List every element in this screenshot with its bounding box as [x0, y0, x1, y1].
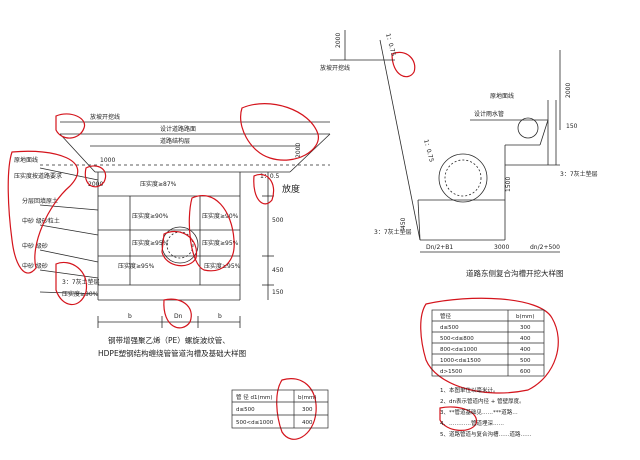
note-line-2: 2、dn表示管道内径 + 管壁厚度。: [440, 397, 525, 405]
left-table-cell: d≤500: [236, 407, 255, 413]
right-table-cell: 1000<d≤1500: [440, 358, 481, 364]
red-markup: 放度: [7, 51, 559, 440]
right-original-ground-label: 原地面线: [490, 92, 514, 100]
right-dim-top-2000: 2000: [335, 33, 342, 48]
notes-block: 1、本图单位以毫米计。 2、dn表示管道内径 + 管壁厚度。 3、**管道基础见…: [440, 386, 532, 438]
right-lime-soil-right: 3：7灰土垫层: [560, 170, 598, 178]
compaction-right-95: 压实度≥95%: [202, 239, 239, 247]
dim-bottom-b-right: b: [218, 313, 222, 320]
note-line-5: 5、道路管道与复合沟槽……道路……: [440, 430, 532, 438]
road-req-fill-label: 压实度按道路要求: [14, 172, 62, 180]
left-table: [231, 389, 329, 429]
left-table-cell: 500<d≤1000: [236, 420, 274, 426]
left-table-header-pipe: 管 径 d1(mm): [236, 393, 273, 401]
left-table-header-b: b(mm): [298, 395, 317, 401]
dim-trench-width: 1000: [100, 157, 115, 164]
sand-gravel-a-label: 中砂 级砂粒土: [22, 217, 60, 225]
right-dim-bottom-3000: 3000: [494, 244, 509, 251]
dim-right-bottom: 150: [272, 289, 284, 296]
right-dim-bottom-left: Dn/2+B1: [426, 244, 453, 251]
right-lime-soil-left: 3：7灰土垫层: [374, 228, 412, 236]
right-table-cell: 800<d≤1000: [440, 347, 478, 353]
right-table-cell: 500<d≤800: [440, 336, 474, 342]
compaction-left-90: 压实度≥90%: [132, 212, 169, 220]
note-line-3: 3、**管道基础见……***道路…: [440, 408, 518, 416]
compaction-pipe-left: 压实度≥95%: [118, 262, 155, 270]
compaction-90-label: 压实度≥90%: [62, 290, 99, 298]
right-drawing-title: 道路东侧复合沟槽开挖大样图: [466, 268, 564, 278]
dim-left-2000: 2000: [88, 181, 103, 188]
right-excavation-label: 放坡开挖线: [320, 64, 350, 72]
compaction-top-mid: 压实度≥87%: [140, 180, 177, 188]
right-dim-left-450: 450: [400, 217, 407, 229]
left-table-cell: 400: [302, 420, 313, 426]
right-table-header-pipe: 管径: [440, 312, 452, 320]
left-drawing-title-1: 钢带增强聚乙烯（PE）螺旋波纹管、: [108, 335, 230, 345]
right-table-cell: 400: [520, 336, 531, 342]
right-slope-top: 1：0.75: [384, 33, 397, 57]
right-table-cell: 600: [520, 369, 531, 375]
original-ground-label: 原地面线: [14, 156, 38, 164]
road-structure-layer-label: 道路结构层: [160, 137, 190, 145]
right-dim-right-2000: 2000: [565, 83, 572, 98]
right-table-cell: 500: [520, 358, 531, 364]
right-table-cell: d≤500: [440, 325, 459, 331]
lime-soil-label: 3：7灰土垫层: [62, 278, 100, 286]
right-table-cell: 300: [520, 325, 531, 331]
sand-gravel-b-label: 中砂 级砂: [22, 242, 48, 250]
graded-backfill-label: 分层回填原土: [22, 197, 58, 205]
left-table-cell: 300: [302, 407, 313, 413]
right-dim-mid-1500: 1500: [505, 177, 512, 192]
right-slope-text: 1：0.75: [422, 139, 435, 163]
slope-annotation: 放度: [282, 183, 300, 195]
note-line-4: 4、…………管道埋深……: [440, 419, 504, 427]
left-drawing-text: 设计道路路面 道路结构层 原地面线 放坡开挖线 压实度按道路要求 分层回填原土 …: [14, 113, 302, 358]
right-trench-drawing: [330, 30, 561, 253]
right-dim-bottom-right: dn/2+500: [530, 244, 560, 251]
right-design-pipe-label: 设计雨水管: [474, 110, 504, 118]
design-road-surface-label: 设计道路路面: [160, 125, 196, 133]
right-table-header-b: b(mm): [516, 314, 535, 320]
dim-top-width: 2000: [295, 143, 302, 158]
dim-bottom-dn: Dn: [174, 313, 183, 320]
note-line-1: 1、本图单位以毫米计。: [440, 386, 499, 394]
dim-slope-ratio: 1：0.5: [260, 173, 280, 180]
left-trench-drawing: [39, 121, 331, 328]
dim-bottom-b-left: b: [128, 313, 132, 320]
right-table: [431, 309, 545, 377]
compaction-right-90: 压实度≥90%: [202, 212, 239, 220]
right-table-cell: d>1500: [440, 369, 463, 375]
dim-right-lower: 450: [272, 267, 284, 274]
compaction-pipe-right: 压实度≥95%: [204, 262, 241, 270]
right-table-cell: 400: [520, 347, 531, 353]
excavation-line-label: 放坡开挖线: [90, 113, 120, 121]
left-drawing-title-2: HDPE塑钢结构缠绕管管道沟槽及基础大样图: [98, 348, 246, 358]
right-dim-right-150: 150: [566, 123, 578, 130]
dim-right-height: 500: [272, 217, 284, 224]
compaction-left-95: 压实度≥95%: [132, 239, 169, 247]
